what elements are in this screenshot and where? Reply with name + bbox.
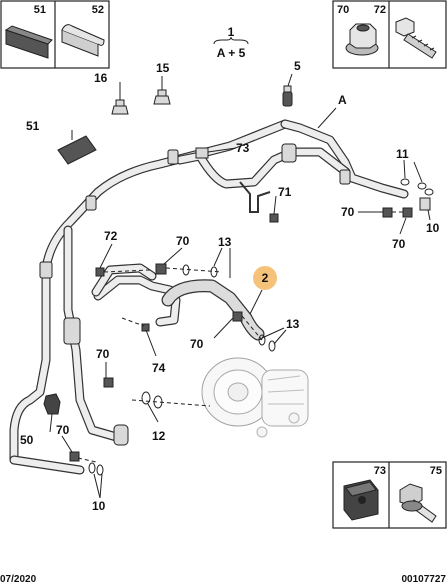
callout-A: A xyxy=(338,93,347,107)
header-box-left: 51 52 xyxy=(0,0,110,69)
flange-bolt-icon xyxy=(399,483,437,523)
callout-50: 50 xyxy=(20,433,34,447)
callouts: A 15 16 5 51 73 71 11 70 70 10 72 70 13 … xyxy=(20,59,440,513)
flange-nut-icon xyxy=(345,23,379,56)
callout-11: 11 xyxy=(396,147,409,161)
callout-2-marker: 2 xyxy=(253,266,277,290)
callout-51: 51 xyxy=(26,119,40,133)
leader-lines xyxy=(49,73,431,499)
box-label-70: 70 xyxy=(337,4,349,16)
assembly-label: 1 A + 5 xyxy=(213,25,249,60)
pipe-fittings xyxy=(39,143,351,446)
box-label-72: 72 xyxy=(374,4,386,16)
box-label-52: 52 xyxy=(92,4,104,16)
callout-13-a: 13 xyxy=(218,235,232,249)
callout-74: 74 xyxy=(152,361,166,375)
compressor-icon xyxy=(201,357,309,438)
callout-72: 72 xyxy=(104,229,118,243)
pipe-a xyxy=(9,119,409,475)
callout-70-f: 70 xyxy=(56,423,70,437)
box-label-51: 51 xyxy=(34,4,46,16)
box-label-75: 75 xyxy=(430,465,442,477)
callout-12: 12 xyxy=(152,429,166,443)
foam-strip-icon xyxy=(4,25,53,59)
callout-2: 2 xyxy=(262,271,269,285)
cage-nut-icon xyxy=(343,479,379,521)
callout-5: 5 xyxy=(294,59,301,73)
callout-73: 73 xyxy=(236,141,250,155)
edge-trim-icon xyxy=(61,24,105,57)
callout-70-b: 70 xyxy=(392,237,406,251)
callout-71: 71 xyxy=(278,185,292,199)
box-label-73: 73 xyxy=(374,465,386,477)
footer-box: 73 75 xyxy=(332,461,447,529)
assembly-ref: 1 xyxy=(228,25,235,39)
callout-70-d: 70 xyxy=(190,337,204,351)
callout-13-b: 13 xyxy=(286,317,300,331)
footer-date: 07/2020 xyxy=(0,574,37,584)
footer-ref: 00107727 xyxy=(402,574,447,584)
callout-10-a: 10 xyxy=(426,221,440,235)
header-box-right: 70 72 xyxy=(332,0,447,69)
hex-bolt-icon xyxy=(395,17,437,59)
callout-16: 16 xyxy=(94,71,108,85)
callout-10-b: 10 xyxy=(92,499,106,513)
callout-2-highlight xyxy=(253,266,277,290)
part-icons xyxy=(43,85,434,476)
callout-70-a: 70 xyxy=(341,205,355,219)
hose-2 xyxy=(91,263,265,341)
callout-70-c: 70 xyxy=(176,234,190,248)
callout-15: 15 xyxy=(156,61,170,75)
callout-70-e: 70 xyxy=(96,347,110,361)
assembly-formula: A + 5 xyxy=(217,46,246,60)
